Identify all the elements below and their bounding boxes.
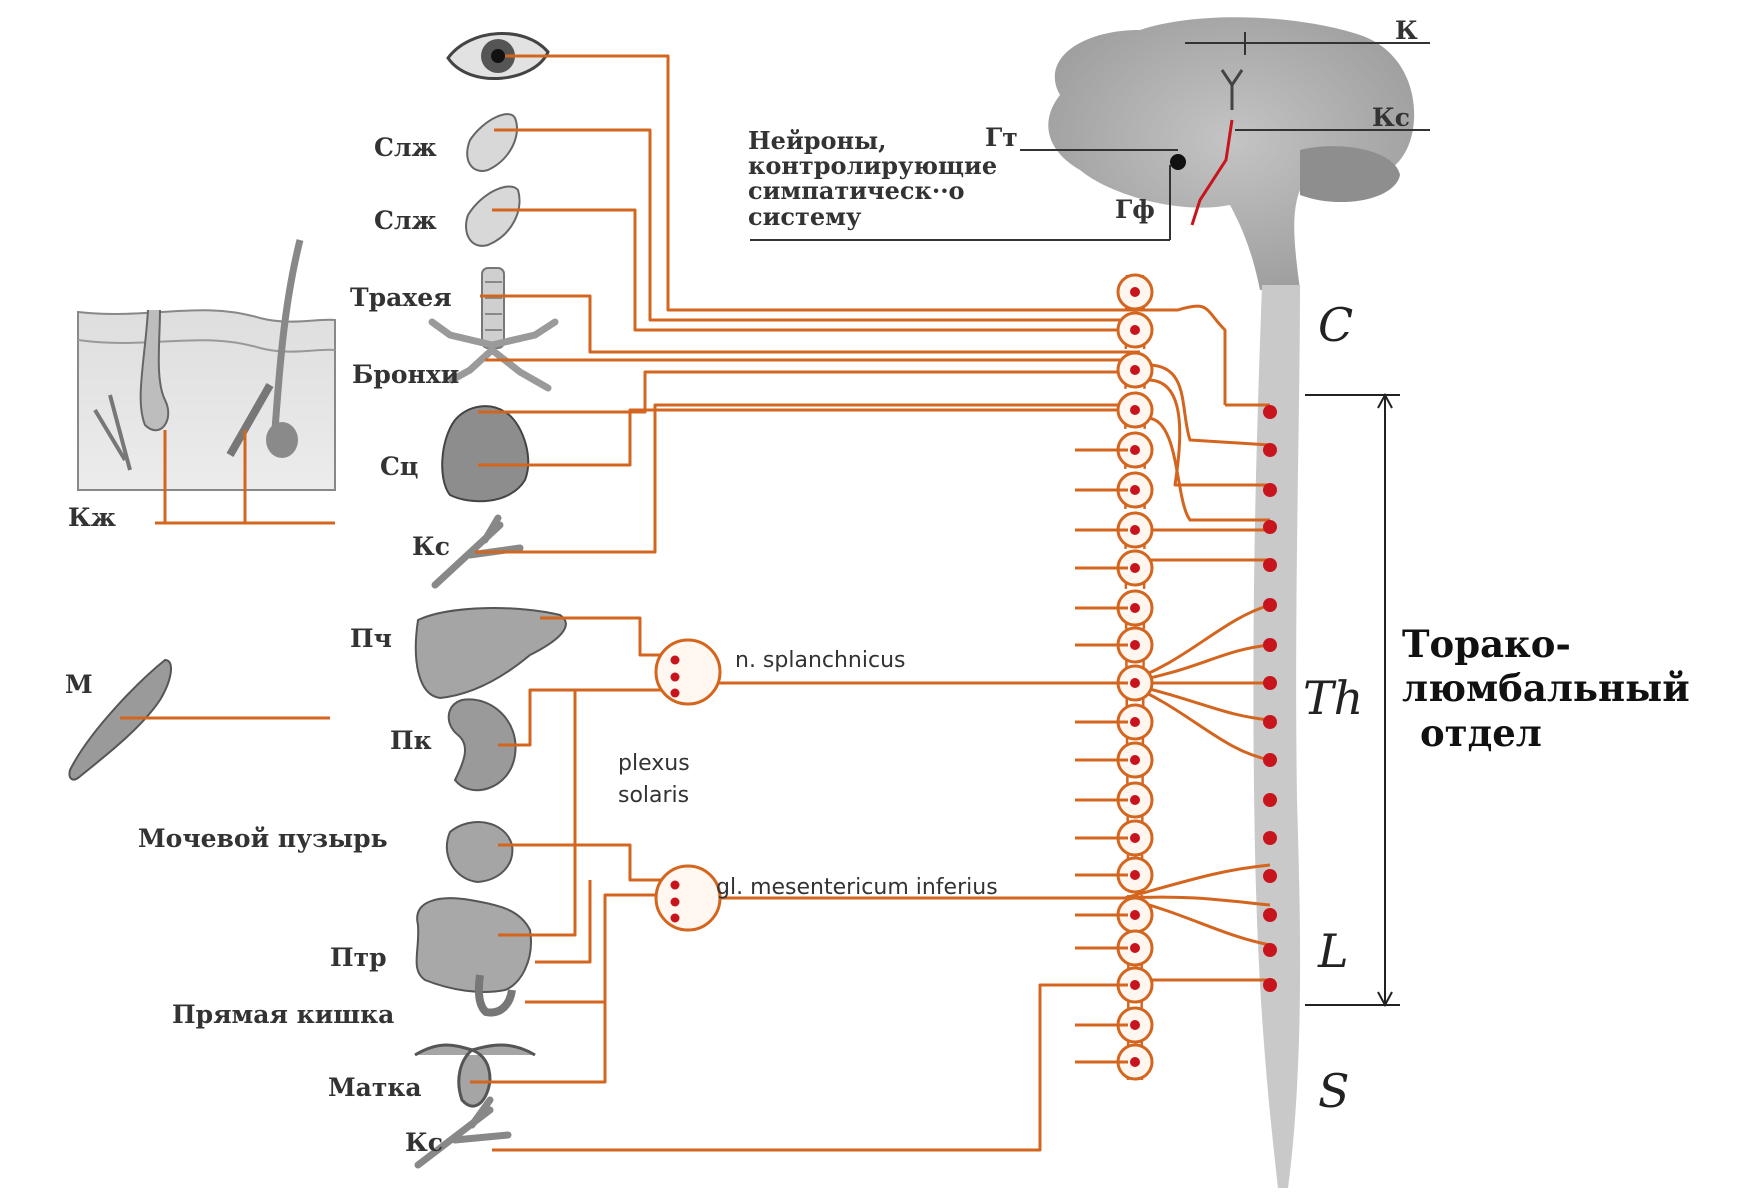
trachea-label: Трахея [350, 285, 452, 310]
skin-label: Кж [68, 505, 116, 530]
muscle-label: М [65, 672, 93, 697]
lacrimal-gland-icon [467, 114, 517, 171]
chain-ganglion-core [1130, 755, 1140, 765]
chain-ganglion-core [1130, 325, 1140, 335]
chain-ganglion-core [1130, 1020, 1140, 1030]
chain-ganglion-core [1130, 717, 1140, 727]
cord-neuron-dot [1263, 715, 1277, 729]
cord-neuron-dot [1263, 483, 1277, 497]
cord-neuron-dot [1263, 831, 1277, 845]
vessel-label-lower: Кс [405, 1130, 443, 1155]
vessel-label-upper: Кс [412, 534, 450, 559]
skin-section-icon [78, 240, 335, 490]
spinal-cord [1253, 285, 1300, 1188]
bronchi-label: Бронхи [352, 362, 459, 387]
inferior-mesenteric-label: gl. mesentericum inferius [716, 877, 998, 899]
salivary-gland-label: Слж [374, 208, 437, 233]
pituitary-label: Гф [1115, 197, 1155, 222]
splanchnic-nerve-label: n. splanchnicus [735, 650, 906, 672]
cord-neuron-dot [1263, 943, 1277, 957]
neuron-dot [1170, 154, 1186, 170]
cord-neuron-dot [1263, 598, 1277, 612]
cord-neuron-dot [1263, 405, 1277, 419]
solar-plexus-label: plexus solaris [618, 748, 690, 812]
chain-ganglion-core [1130, 405, 1140, 415]
chain-ganglion-core [1130, 833, 1140, 843]
liver-icon [416, 608, 566, 698]
cord-neuron-dot [1263, 558, 1277, 572]
sympathetic-trunk [1075, 275, 1152, 1080]
brainstem-vessel-label: Кс [1372, 105, 1410, 130]
uterus-icon [415, 1045, 535, 1106]
intestine-icon [417, 898, 531, 992]
chain-ganglion-core [1130, 678, 1140, 688]
chain-ganglion-core [1130, 445, 1140, 455]
bladder-label: Мочевой пузырь [138, 826, 388, 851]
cortex-label: К [1395, 18, 1418, 43]
trachea-icon [482, 268, 504, 348]
heart-label: Сц [380, 454, 418, 479]
chain-ganglion-core [1130, 870, 1140, 880]
cord-neuron-dot [1263, 520, 1277, 534]
lacrimal-gland-label: Слж [374, 135, 437, 160]
inferior-mesenteric-ganglion [656, 866, 720, 930]
intestine-label: Птр [330, 945, 387, 970]
cord-neuron-dot [1263, 638, 1277, 652]
cord-neuron-dot [1263, 869, 1277, 883]
ganglion-cell-dot [671, 689, 680, 698]
uterus-label: Матка [328, 1075, 422, 1100]
ganglion-cell-dot [671, 914, 680, 923]
chain-ganglion-core [1130, 365, 1140, 375]
segment-cervical: C [1318, 302, 1353, 348]
ganglion-cell-dot [671, 898, 680, 907]
bladder-icon [447, 822, 513, 882]
chain-ganglion-core [1130, 943, 1140, 953]
brain-and-spinal-cord [1048, 17, 1414, 1188]
salivary-gland-icon [466, 186, 519, 245]
heart-icon [442, 406, 528, 501]
chain-ganglion-core [1130, 563, 1140, 573]
chain-ganglion-core [1130, 980, 1140, 990]
ganglion-cell-dot [671, 881, 680, 890]
liver-label: Пч [350, 626, 392, 651]
segment-lumbar: L [1318, 928, 1349, 974]
cord-neuron-dot [1263, 676, 1277, 690]
chain-ganglion-core [1130, 640, 1140, 650]
ganglion-cell-dot [671, 673, 680, 682]
chain-ganglion-core [1130, 603, 1140, 613]
segment-sacral: S [1318, 1068, 1350, 1114]
ganglion-cell-dot [671, 656, 680, 665]
chain-ganglion-core [1130, 525, 1140, 535]
neurons-caption: Нейроны, контролирующие симпатическ··о с… [748, 128, 997, 229]
chain-ganglion-core [1130, 795, 1140, 805]
cord-neuron-dot [1263, 908, 1277, 922]
cord-neuron-dot [1263, 443, 1277, 457]
kidney-label: Пк [390, 728, 432, 753]
cord-neuron-dot [1263, 753, 1277, 767]
cord-neuron-dot [1263, 793, 1277, 807]
organ-pictograms [415, 33, 566, 1165]
cord-neuron-dot [1263, 978, 1277, 992]
chain-ganglion-core [1130, 287, 1140, 297]
chain-ganglion-core [1130, 910, 1140, 920]
celiac-ganglion [656, 640, 720, 704]
chain-ganglion-core [1130, 1057, 1140, 1067]
rectum-label: Прямая кишка [172, 1002, 394, 1027]
chain-ganglion-core [1130, 485, 1140, 495]
region-caption: Торако- люмбальный отдел [1402, 622, 1690, 755]
segment-thoracic: Th [1303, 675, 1363, 721]
